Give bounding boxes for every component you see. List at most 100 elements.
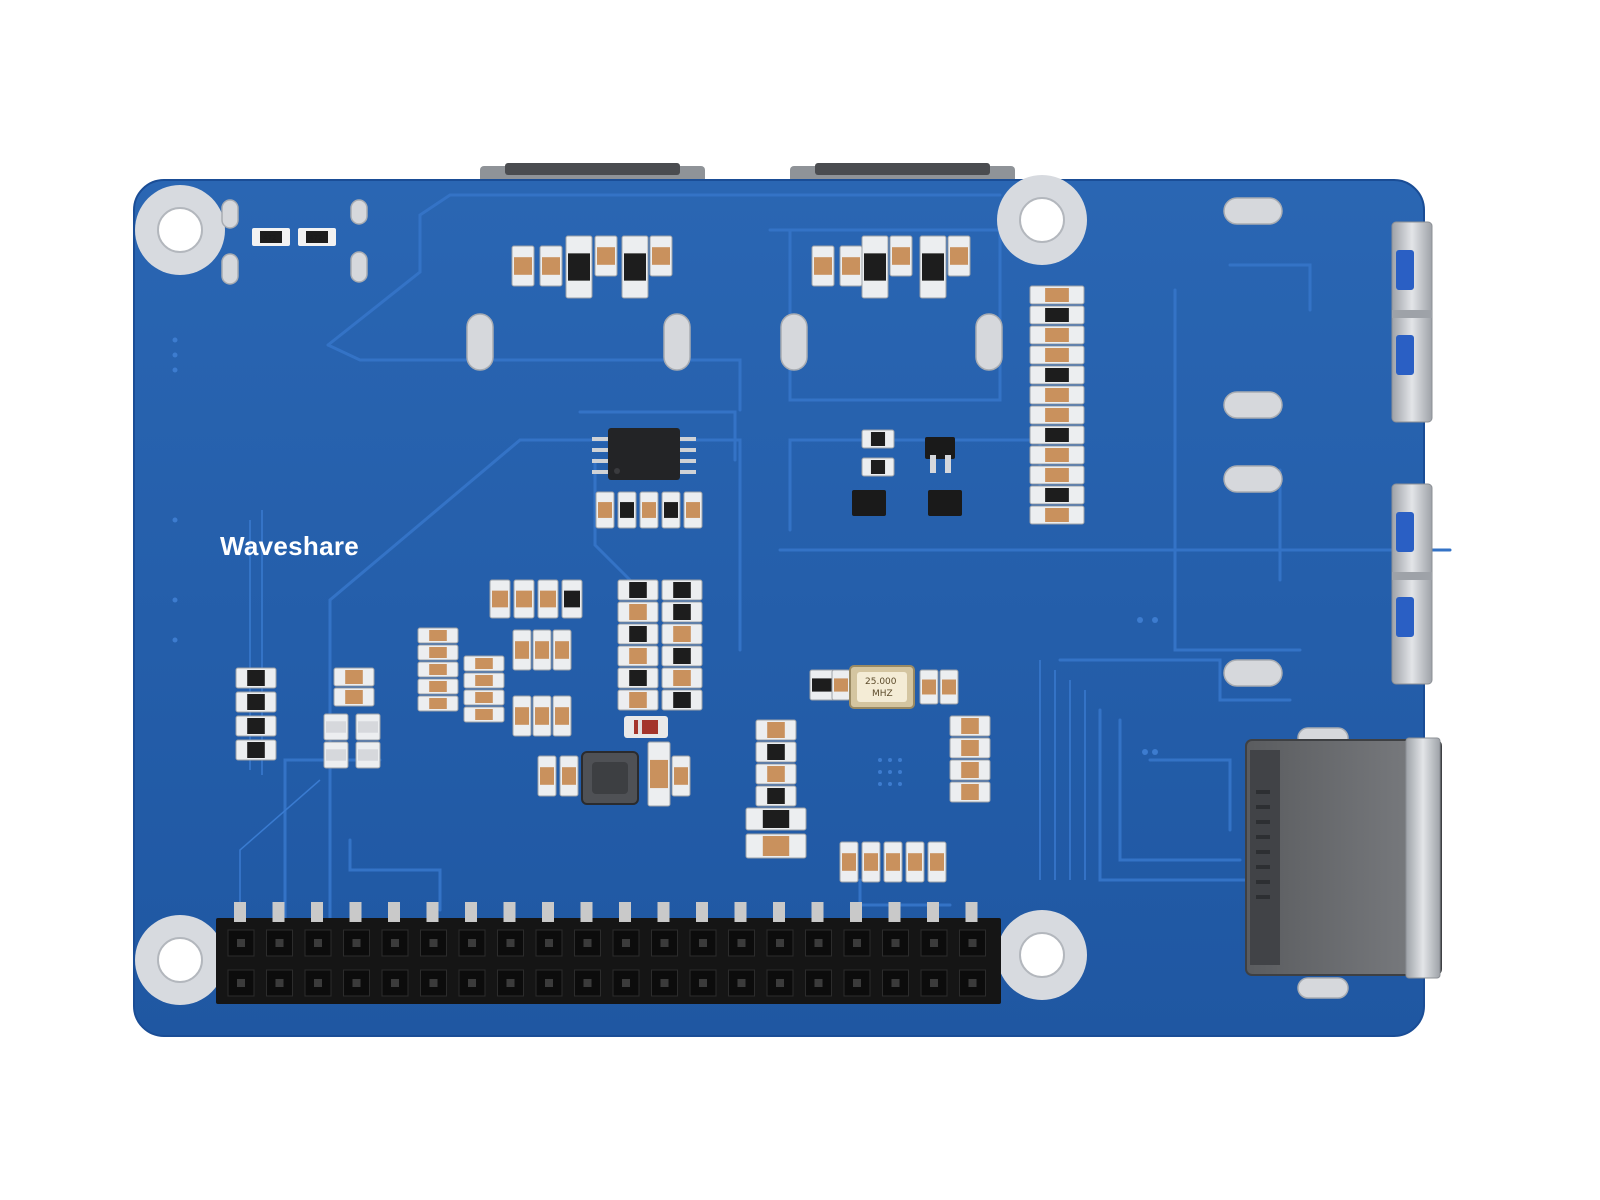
capacitor-icon: [537, 755, 557, 797]
header-socket: [458, 929, 486, 957]
header-pin: [234, 902, 246, 922]
resistor-icon: [1029, 305, 1085, 325]
header-pin: [850, 902, 862, 922]
capacitor-icon: [811, 245, 835, 287]
capacitor-icon: [323, 741, 349, 769]
transistor-icon: [852, 437, 962, 516]
resistor-icon: [617, 491, 637, 529]
capacitor-icon: [671, 755, 691, 797]
smd-components: [235, 235, 1085, 883]
header-pin: [737, 939, 746, 947]
capacitor-icon: [417, 695, 459, 712]
resistor-icon: [861, 235, 889, 299]
header-pin: [429, 939, 438, 947]
capacitor-icon: [532, 629, 552, 671]
header-pin: [622, 979, 630, 987]
header-socket: [882, 929, 909, 957]
header-pin: [542, 902, 554, 922]
resistor-icon: [661, 579, 703, 601]
resistor-icon: [235, 691, 277, 713]
capacitor-icon: [949, 781, 991, 803]
header-pin: [314, 939, 322, 947]
crystal-oscillator-icon: 25.000 MHZ: [849, 665, 915, 709]
header-pin: [506, 939, 515, 947]
resistor-icon: [617, 579, 659, 601]
capacitor-icon: [417, 627, 459, 644]
header-pin: [734, 902, 747, 922]
resistor-icon: 472: [252, 228, 290, 246]
resistor-icon: [1029, 365, 1085, 385]
capacitor-icon: [1029, 285, 1085, 305]
capacitor-icon: [649, 235, 673, 277]
capacitor-icon: [512, 695, 532, 737]
resistor-icon: [661, 491, 681, 529]
svg-text:472: 472: [263, 234, 276, 242]
header-pin: [580, 902, 593, 922]
header-pin: [391, 979, 399, 987]
header-pin: [927, 902, 939, 922]
capacitor-icon: [947, 235, 971, 277]
capacitor-icon: [617, 601, 659, 623]
header-socket: [535, 929, 563, 957]
capacitor-icon: [647, 741, 671, 807]
capacitor-icon: [511, 245, 535, 287]
capacitor-icon: [617, 689, 659, 711]
header-pin: [660, 939, 669, 947]
resistor-icon: [661, 601, 703, 623]
header-socket: [651, 929, 678, 957]
capacitor-icon: [417, 678, 459, 695]
header-pin: [660, 979, 669, 987]
capacitor-icon: [1029, 405, 1085, 425]
capacitor-icon: [323, 713, 349, 741]
header-pin: [388, 902, 400, 922]
capacitor-icon: [831, 669, 851, 701]
usb-port-icon: [1391, 483, 1433, 685]
header-pin: [814, 939, 823, 947]
capacitor-icon: [839, 245, 863, 287]
resistor-icon: [661, 689, 703, 711]
header-pin: [930, 979, 938, 987]
capacitor-icon: [463, 706, 505, 723]
capacitor-icon: [1029, 505, 1085, 525]
header-pin: [429, 979, 438, 987]
header-pin: [776, 939, 784, 947]
header-pin: [657, 902, 670, 922]
resistor-icon: [621, 235, 649, 299]
capacitor-icon: [861, 841, 881, 883]
capacitor-icon: [839, 841, 859, 883]
header-pin: [352, 939, 361, 947]
capacitor-icon: [463, 672, 505, 689]
mounting-hole-icon: [135, 185, 225, 275]
header-pin: [583, 939, 592, 947]
usb-port-icon: [1391, 221, 1433, 423]
header-pin: [965, 902, 978, 922]
capacitor-icon: [639, 491, 659, 529]
capacitor-icon: [595, 491, 615, 529]
header-socket: [574, 929, 601, 957]
svg-text:25.000: 25.000: [865, 677, 897, 687]
header-pin: [891, 979, 900, 987]
capacitor-icon: [939, 669, 959, 705]
header-pin: [773, 902, 785, 922]
header-pin: [314, 979, 322, 987]
header-pin: [426, 902, 439, 922]
capacitor-icon: [919, 669, 939, 705]
capacitor-icon: [617, 645, 659, 667]
capacitor-icon: [594, 235, 618, 277]
resistor-icon: [661, 645, 703, 667]
header-pin: [737, 979, 746, 987]
capacitor-icon: [755, 763, 797, 785]
capacitor-icon: [1029, 385, 1085, 405]
header-socket: [266, 929, 293, 957]
resistor-icon: [1029, 425, 1085, 445]
resistor-icon: [861, 429, 895, 449]
ic-chip-icon: [581, 751, 639, 805]
capacitor-icon: [905, 841, 925, 883]
header-pin: [275, 979, 284, 987]
resistor-icon: [565, 235, 593, 299]
header-pin: [311, 902, 323, 922]
header-pin: [619, 902, 631, 922]
capacitor-icon: [513, 579, 535, 619]
header-pin: [272, 902, 285, 922]
svg-text:MHZ: MHZ: [872, 689, 893, 699]
